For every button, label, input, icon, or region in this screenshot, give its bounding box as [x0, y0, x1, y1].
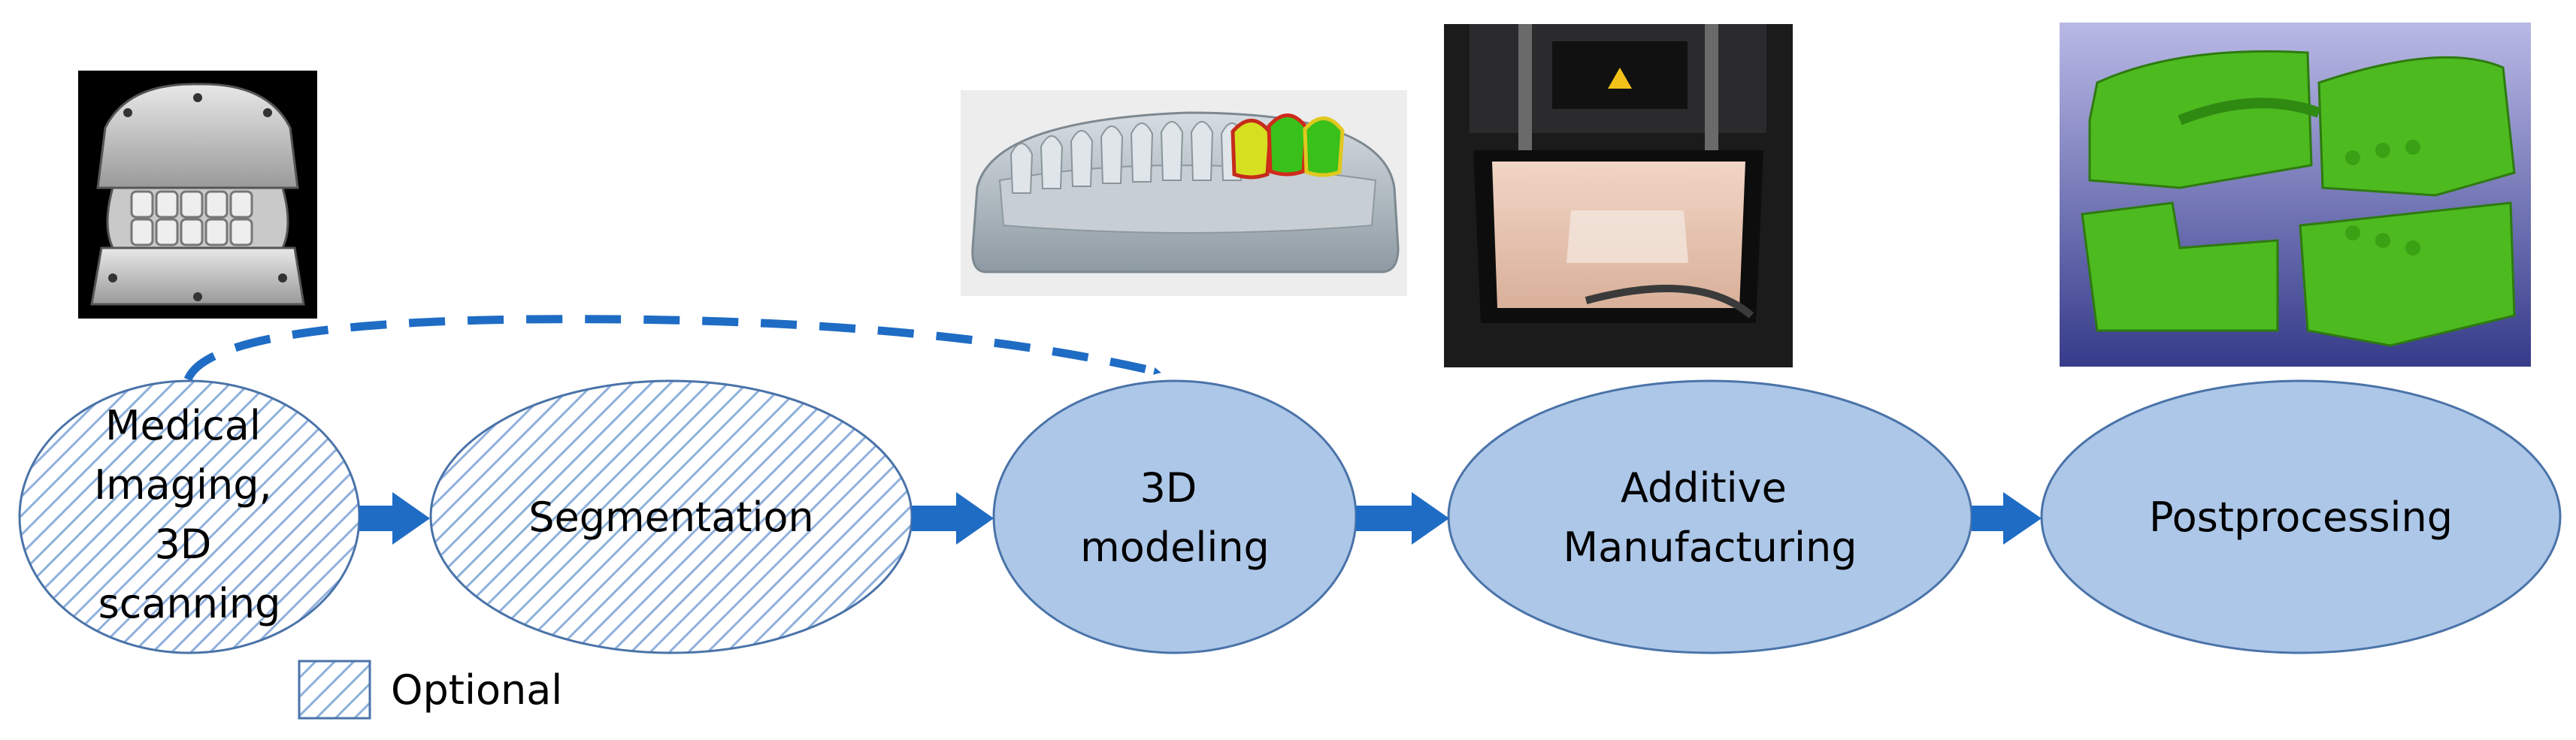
node-postprocessing[interactable]: Postprocessing	[2040, 379, 2562, 654]
process-nodes: Medical Imaging, 3D scanning Segmentatio…	[18, 379, 2562, 654]
node-postprocessing-label: Postprocessing	[2149, 494, 2453, 541]
arrow-segmentation-to-modeling	[912, 492, 994, 545]
restoration-teeth	[1230, 113, 1345, 180]
node-3d-modeling[interactable]: 3D modeling	[992, 379, 1358, 654]
node-additive-manufacturing-label: Additive Manufacturing	[1563, 464, 1857, 571]
optional-skip-arrow	[183, 315, 1161, 382]
legend: Optional	[298, 660, 562, 720]
node-medical-imaging[interactable]: Medical Imaging, 3D scanning	[18, 379, 361, 654]
node-medical-imaging-label: Medical Imaging, 3D scanning	[94, 402, 285, 627]
arrow-imaging-to-segmentation	[359, 492, 430, 545]
arrow-modeling-to-manufacturing	[1356, 492, 1449, 545]
node-segmentation[interactable]: Segmentation	[429, 379, 913, 654]
green-mold-render	[2060, 23, 2531, 367]
3d-printer-photo	[1444, 24, 1793, 367]
legend-swatch-optional	[298, 660, 371, 720]
legend-label: Optional	[391, 666, 562, 714]
flow-arrows	[359, 492, 2042, 545]
node-segmentation-label: Segmentation	[528, 494, 814, 541]
node-3d-modeling-shape	[992, 379, 1358, 654]
dental-arch-model	[961, 90, 1407, 296]
node-additive-manufacturing-shape	[1447, 379, 1973, 654]
dental-cast-photo	[78, 71, 317, 319]
arrow-manufacturing-to-postprocessing	[1972, 492, 2042, 545]
node-postprocessing-shape	[2040, 379, 2562, 654]
node-3d-modeling-label: 3D modeling	[1080, 464, 1270, 571]
node-additive-manufacturing[interactable]: Additive Manufacturing	[1447, 379, 1973, 654]
